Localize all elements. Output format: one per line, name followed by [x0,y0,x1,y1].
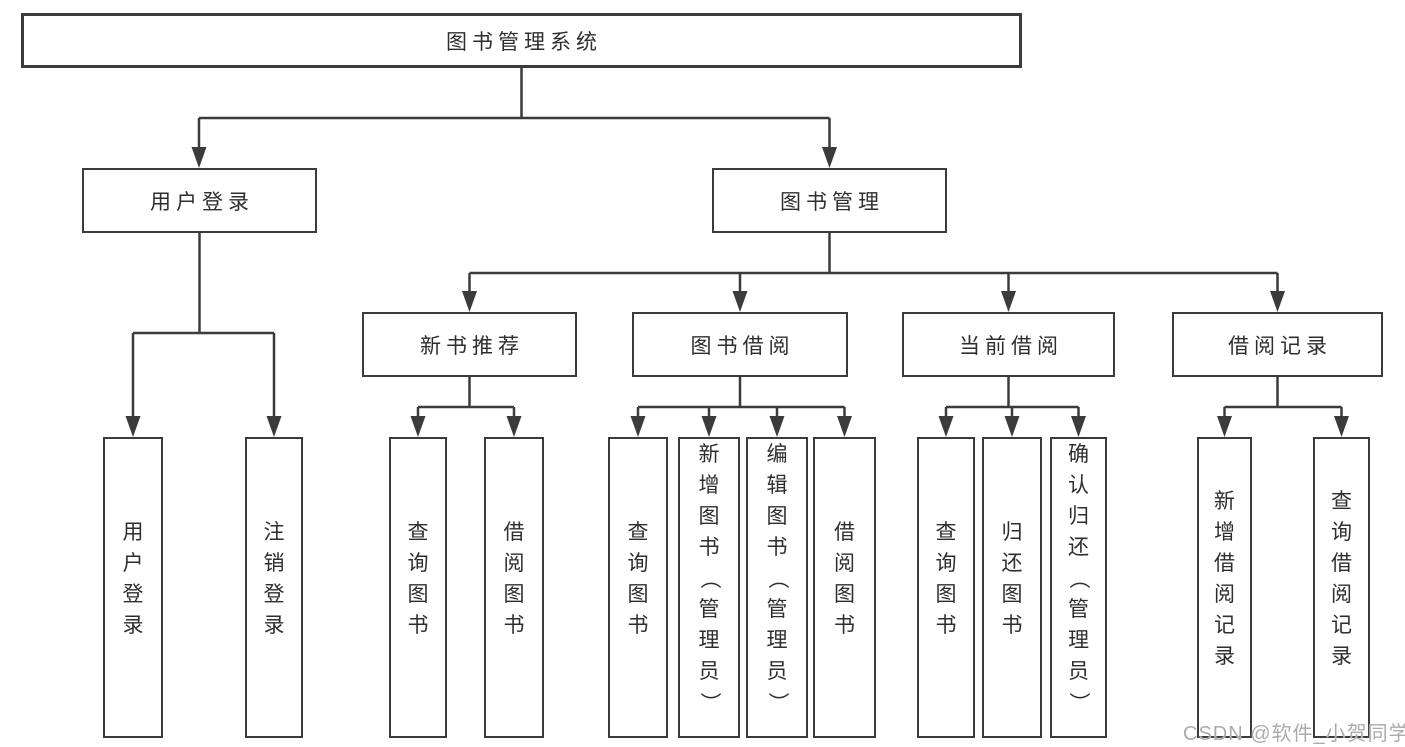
leaf-user-login: 用户登录 [103,437,163,738]
leaf-query-book-current-label: 查询图书 [935,520,957,637]
leaf-query-book-borrow: 查询图书 [608,437,668,738]
node-new-book-recommend: 新书推荐 [362,312,577,377]
leaf-logout-label: 注销登录 [263,520,285,637]
leaf-add-borrow-record-label: 新增借阅记录 [1214,489,1235,668]
leaf-add-book-admin-label: 新增图书（管理员） [697,443,721,713]
leaf-confirm-return-admin: 确认归还（管理员） [1050,437,1107,738]
leaf-return-book: 归还图书 [982,437,1042,738]
leaf-logout: 注销登录 [245,437,303,738]
leaf-borrow-book-recommend: 借阅图书 [484,437,544,738]
leaf-query-book-borrow-label: 查询图书 [627,520,649,637]
leaf-query-borrow-record: 查询借阅记录 [1313,437,1370,738]
node-current-borrow: 当前借阅 [902,312,1115,377]
leaf-borrow-book: 借阅图书 [813,437,876,738]
leaf-return-book-label: 归还图书 [1001,520,1023,637]
leaf-query-book-recommend-label: 查询图书 [407,520,429,637]
leaf-user-login-label: 用户登录 [122,520,144,637]
leaf-borrow-book-recommend-label: 借阅图书 [503,520,525,637]
leaf-query-book-recommend: 查询图书 [389,437,447,738]
node-book-borrow-label: 图书借阅 [690,334,795,358]
leaf-edit-book-admin-label: 编辑图书（管理员） [765,443,789,713]
leaf-add-borrow-record: 新增借阅记录 [1197,437,1252,738]
leaf-add-book-admin: 新增图书（管理员） [678,437,740,738]
node-user-login: 用户登录 [82,168,317,233]
node-book-borrow: 图书借阅 [632,312,848,377]
connector-arrows [125,147,1349,437]
connector-edges [131,68,1343,421]
leaf-borrow-book-label: 借阅图书 [834,520,855,637]
leaf-query-borrow-record-label: 查询借阅记录 [1331,489,1352,668]
leaf-confirm-return-admin-label: 确认归还（管理员） [1067,443,1090,713]
node-book-management-label: 图书管理 [780,190,884,214]
node-user-login-label: 用户登录 [150,190,254,214]
node-current-borrow-label: 当前借阅 [959,334,1063,358]
leaf-edit-book-admin: 编辑图书（管理员） [746,437,808,738]
leaf-query-book-current: 查询图书 [917,437,975,738]
node-new-book-recommend-label: 新书推荐 [420,334,524,358]
node-root: 图书管理系统 [21,13,1022,68]
node-book-management: 图书管理 [712,168,947,233]
csdn-watermark: CSDN @软件_小贺同学 [1183,723,1405,745]
node-root-label: 图书管理系统 [446,30,602,54]
node-borrow-record: 借阅记录 [1172,312,1383,377]
node-borrow-record-label: 借阅记录 [1228,334,1332,358]
